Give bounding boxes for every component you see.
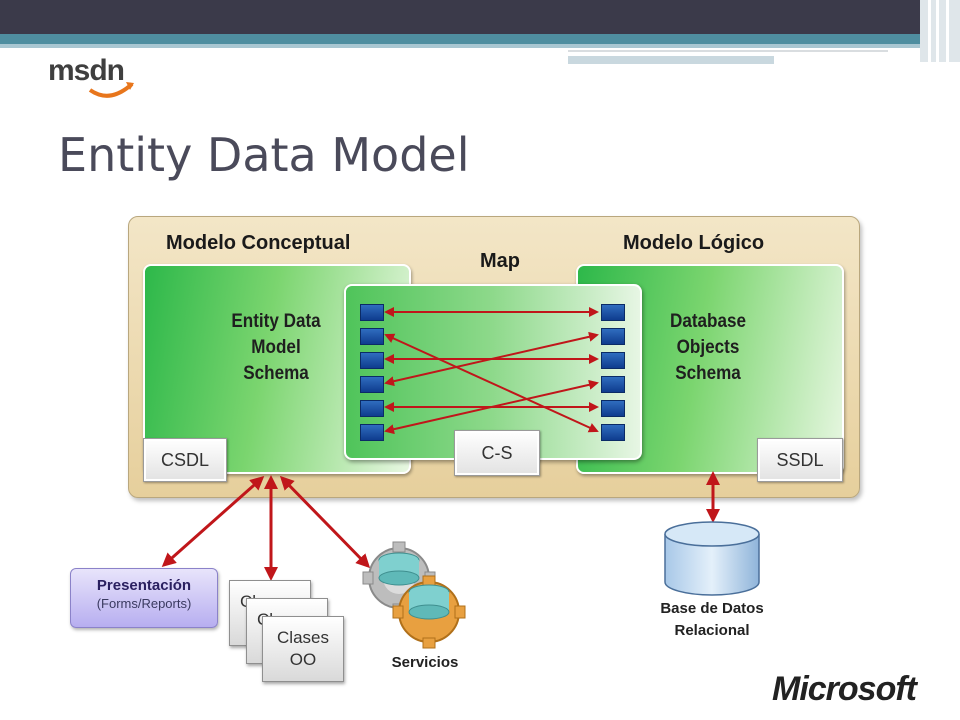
conceptual-panel-label: Entity Data Model Schema [231,311,321,384]
gears-icon [362,541,466,649]
ssdl-tag: SSDL [757,438,843,482]
table-square-right-6 [601,424,625,441]
conceptual-model-header: Modelo Conceptual [166,232,351,254]
table-square-right-1 [601,304,625,321]
presentation-title: Presentación [96,577,192,594]
entity-square-left-6 [360,424,384,441]
map-arrow-2 [384,333,599,433]
page-title: Entity Data Model [58,128,470,182]
map-header: Map [480,250,520,272]
entity-square-left-4 [360,376,384,393]
database-cylinder-icon [664,521,760,596]
arrow-presentacion [161,476,265,567]
arrow-servicios [279,475,371,569]
entity-square-left-5 [360,400,384,417]
database-caption: Base de Datos Relacional [660,600,764,639]
table-square-right-2 [601,328,625,345]
microsoft-logo: Microsoft [772,670,917,708]
presentation-subtitle: (Forms/Reports) [96,596,192,611]
header-accent-bar [0,34,960,44]
msdn-swoosh-icon [88,82,134,98]
map-arrow-6 [384,379,599,435]
entity-square-left-3 [360,352,384,369]
logical-model-header: Modelo Lógico [623,232,765,254]
header-corner-decoration [920,0,960,62]
header-bar [0,0,960,34]
cs-tag: C-S [454,430,540,476]
header-accent-light [0,44,960,48]
table-square-right-3 [601,352,625,369]
msdn-logo: msdn [48,54,125,87]
header-divider [568,50,888,52]
presentation-layer-box: Presentación (Forms/Reports) [70,568,218,628]
classes-card-front: Clases OO [262,616,344,682]
entity-square-left-1 [360,304,384,321]
entity-square-left-2 [360,328,384,345]
logical-panel-label: Database Objects Schema [669,311,747,384]
services-caption: Servicios [391,654,459,671]
header-divider-2 [568,56,774,64]
map-arrow-4 [384,331,599,387]
table-square-right-4 [601,376,625,393]
ssdl-label: SSDL [758,439,842,481]
table-square-right-5 [601,400,625,417]
